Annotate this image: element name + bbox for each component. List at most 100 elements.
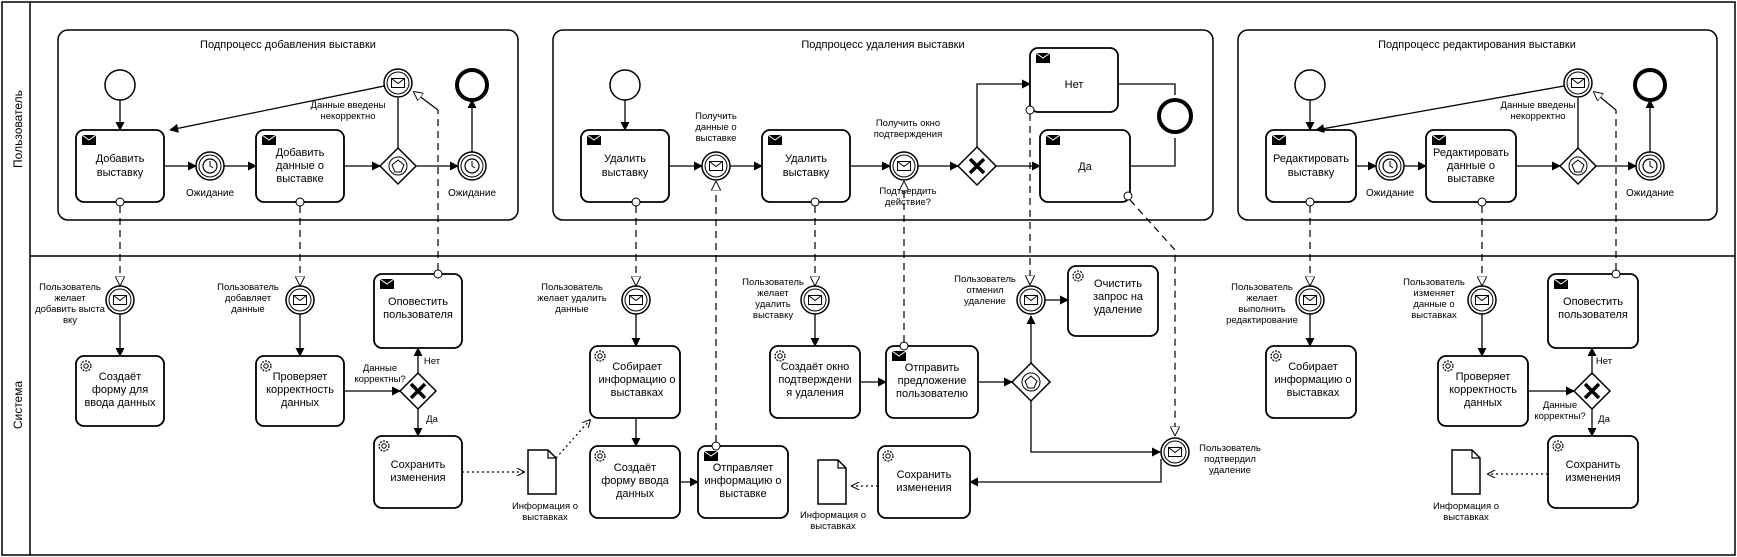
del-task-yes: Да [1039, 129, 1133, 203]
svg-text:действие?: действие? [885, 197, 931, 208]
svg-text:изменения: изменения [390, 472, 445, 484]
svg-text:Пользователь: Пользователь [1199, 443, 1261, 454]
svg-text:Получить окно: Получить окно [876, 118, 940, 129]
edit-sys-save: Сохранить изменения [1547, 435, 1639, 509]
svg-text:Оповестить: Оповестить [388, 296, 448, 308]
del-sys-send-info: Отправляет информацию о выставке [697, 441, 789, 519]
svg-text:Добавить: Добавить [96, 153, 145, 165]
svg-text:удалить: удалить [755, 299, 790, 310]
svg-text:Данные введены: Данные введены [311, 100, 386, 111]
svg-text:Удалить: Удалить [604, 153, 646, 165]
svg-text:Создаёт: Создаёт [614, 462, 656, 474]
del-sys-save: Сохранить изменения [877, 445, 971, 519]
svg-text:Пользователь: Пользователь [742, 277, 804, 288]
svg-text:Сохранить: Сохранить [391, 459, 446, 471]
svg-text:Отправить: Отправить [905, 362, 960, 374]
del-sys-clear-request: Очистить запрос на удаление [1067, 265, 1159, 337]
del-task-no: Нет [1025, 47, 1119, 115]
svg-text:данные о: данные о [276, 160, 324, 172]
del-sys-collect: Собирает информацию о выставках [589, 345, 681, 419]
svg-text:данных: данных [616, 488, 655, 500]
svg-text:запрос на: запрос на [1093, 291, 1144, 303]
svg-text:выставках: выставках [810, 521, 856, 532]
svg-text:Да: Да [1598, 414, 1610, 425]
svg-text:отменил: отменил [966, 285, 1003, 296]
svg-text:Нет: Нет [424, 356, 441, 367]
add-incorrect-msg-event: Данные введены некорректно [311, 68, 413, 122]
svg-text:Ожидание: Ожидание [448, 188, 497, 199]
svg-text:Получить: Получить [695, 111, 737, 122]
edit-start-event [1294, 69, 1326, 101]
del-xor-gateway [956, 145, 998, 187]
svg-text:изменяет: изменяет [1413, 288, 1455, 299]
edit-event-gateway [1558, 146, 1598, 186]
svg-text:Пользователь: Пользователь [1403, 277, 1465, 288]
del-end-event [1157, 98, 1193, 134]
svg-text:желает: желает [757, 288, 789, 299]
add-sys-notify: Оповестить пользователя [373, 269, 463, 349]
svg-text:выставку: выставку [602, 167, 649, 179]
svg-text:данные о: данные о [1413, 299, 1454, 310]
svg-text:подтверждения: подтверждения [874, 129, 943, 140]
svg-text:корректность: корректность [1449, 384, 1517, 396]
edit-task-edit: Редактировать выставку [1265, 129, 1357, 207]
svg-text:Редактировать: Редактировать [1273, 153, 1349, 165]
svg-text:Сохранить: Сохранить [897, 469, 952, 481]
svg-text:форму ввода: форму ввода [601, 475, 669, 487]
add-data-object: Информация о выставках [512, 449, 578, 523]
svg-text:я удаления: я удаления [786, 387, 843, 399]
svg-text:удаление: удаление [1094, 304, 1143, 316]
svg-text:выставку: выставку [1288, 167, 1335, 179]
svg-text:Да: Да [1078, 161, 1092, 173]
edit-task-edit-data: Редактировать данные о выставке [1425, 129, 1517, 207]
svg-text:выставке: выставке [719, 488, 766, 500]
svg-text:корректность: корректность [266, 384, 334, 396]
add-event-gateway [378, 146, 418, 186]
svg-text:удаление: удаление [1209, 465, 1251, 476]
svg-text:Информация о: Информация о [1433, 501, 1499, 512]
svg-text:Собирает: Собирает [1288, 361, 1338, 373]
edit-timer-wait2: Ожидание [1626, 151, 1674, 199]
svg-text:ввода данных: ввода данных [84, 397, 156, 409]
edit-incorrect-msg-event: Данные введены некорректно [1501, 68, 1593, 122]
svg-text:пользователя: пользователя [383, 309, 453, 321]
svg-text:информацию о: информацию о [704, 475, 781, 487]
svg-text:выставках: выставках [1411, 310, 1457, 321]
svg-text:пользователя: пользователя [1558, 309, 1628, 321]
svg-text:некорректно: некорректно [1510, 111, 1565, 122]
edit-sys-check: Проверяет корректность данных [1437, 355, 1529, 427]
svg-text:Проверяет: Проверяет [1456, 371, 1511, 383]
svg-text:Отправляет: Отправляет [713, 462, 774, 474]
svg-text:данных: данных [281, 397, 320, 409]
svg-text:выставках: выставках [1287, 387, 1340, 399]
svg-text:пользователю: пользователю [896, 388, 968, 400]
add-sys-xor-gateway: Данные корректны? Нет Да [354, 356, 440, 425]
del-get-data-event: Получить данные о выставке [695, 111, 737, 181]
svg-text:добавить выста: добавить выста [35, 304, 105, 315]
del-data-object: Информация о выставках [800, 459, 866, 532]
svg-text:Ожидание: Ожидание [1366, 188, 1415, 199]
svg-text:данные о: данные о [1447, 160, 1495, 172]
add-sys-adds-event: Пользователь добавляет данные [217, 282, 315, 315]
svg-text:Удалить: Удалить [785, 153, 827, 165]
lane-label-user: Пользователь [11, 90, 25, 168]
svg-text:Данные: Данные [1543, 400, 1577, 411]
edit-sys-msg-event: Пользователь желает выполнить редактиров… [1226, 282, 1325, 326]
del-confirmed-event: Пользователь подтвердил удаление [1160, 437, 1261, 476]
del-sys-send-offer: Отправить предложение пользователю [885, 341, 979, 419]
svg-text:выставке: выставке [1447, 173, 1494, 185]
svg-text:Ожидание: Ожидание [186, 188, 235, 199]
svg-text:выставку: выставку [783, 167, 830, 179]
svg-text:Создаёт: Создаёт [99, 371, 141, 383]
del-sys-event-gateway [1010, 361, 1052, 403]
add-sys-check: Проверяет корректность данных [255, 355, 345, 427]
edit-data-object: Информация о выставках [1433, 449, 1499, 523]
edit-sys-notify: Оповестить пользователя [1547, 269, 1639, 349]
svg-text:Данные: Данные [363, 363, 397, 374]
svg-text:выставку: выставку [97, 167, 144, 179]
svg-text:Да: Да [426, 414, 438, 425]
del-sys-create-form: Создаёт форму ввода данных [589, 445, 681, 519]
svg-text:данные о: данные о [695, 122, 736, 133]
svg-text:Информация о: Информация о [800, 510, 866, 521]
svg-text:выставках: выставках [1443, 512, 1489, 523]
